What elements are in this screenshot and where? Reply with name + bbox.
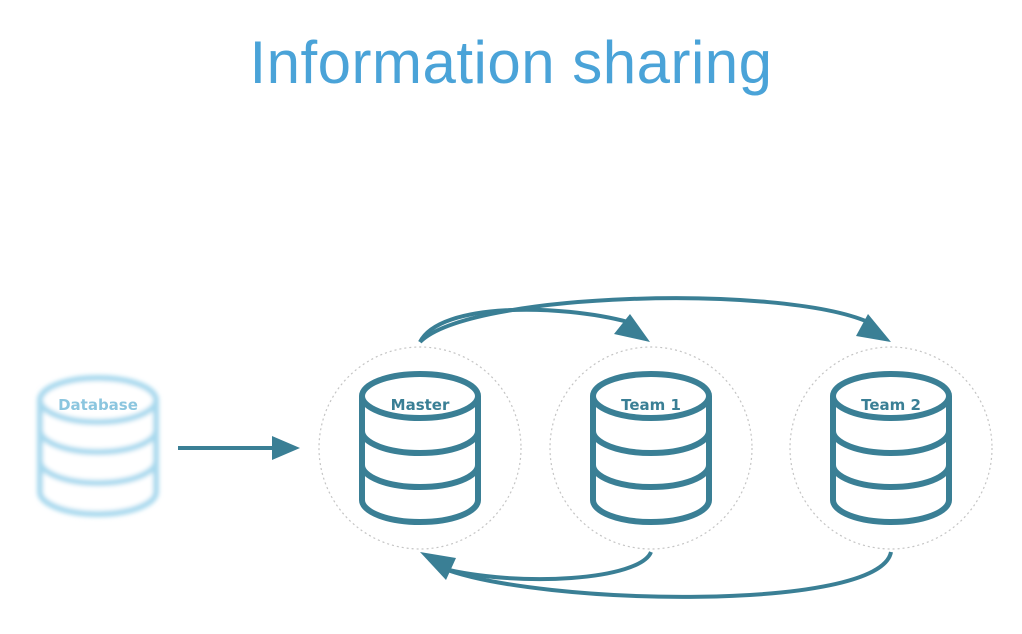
arrow-database-to-master bbox=[178, 436, 300, 460]
node-rings bbox=[318, 346, 993, 550]
team2-ring bbox=[789, 346, 993, 550]
team2-label: Team 2 bbox=[861, 396, 921, 414]
source-database: Database bbox=[37, 375, 159, 517]
arrow-team1-to-master bbox=[439, 550, 653, 582]
database-icon bbox=[830, 371, 952, 525]
page-title: Information sharing bbox=[249, 29, 773, 96]
arrow-team2-to-master bbox=[420, 551, 893, 599]
master-ring bbox=[318, 346, 522, 550]
source-database-label: Database bbox=[58, 396, 138, 414]
master-database: Master bbox=[359, 371, 481, 525]
team1-ring bbox=[549, 346, 753, 550]
arrow-master-to-team1 bbox=[418, 307, 650, 344]
team1-database: Team 1 bbox=[590, 371, 712, 525]
team1-label: Team 1 bbox=[621, 396, 681, 414]
database-icon bbox=[590, 371, 712, 525]
database-icon bbox=[359, 371, 481, 525]
database-icon bbox=[37, 375, 159, 517]
master-label: Master bbox=[391, 396, 450, 414]
team2-database: Team 2 bbox=[830, 371, 952, 525]
arrow-master-to-team2 bbox=[418, 296, 891, 344]
